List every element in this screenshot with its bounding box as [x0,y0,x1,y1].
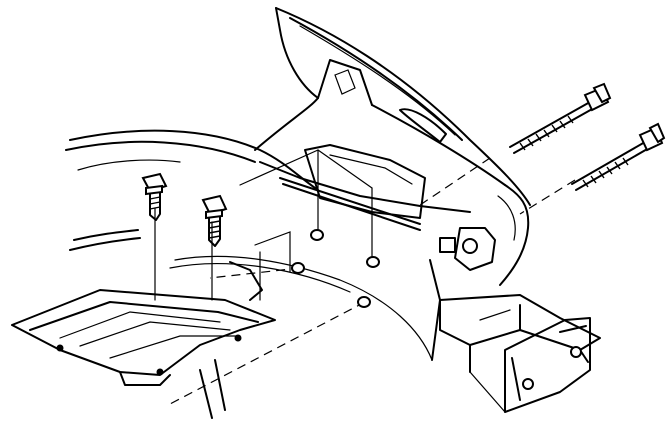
frame-rail [439,294,601,413]
lower-bolt-right [201,194,228,247]
lower-splash-shield [11,261,276,419]
alignment-lines [154,149,576,405]
upper-bolt-short [571,122,666,191]
front-fender-panel [275,7,531,361]
mounting-holes [291,229,380,308]
wheel-well-liner [65,97,471,361]
lower-bolt-left [141,172,168,221]
upper-bolt-long [509,82,612,154]
